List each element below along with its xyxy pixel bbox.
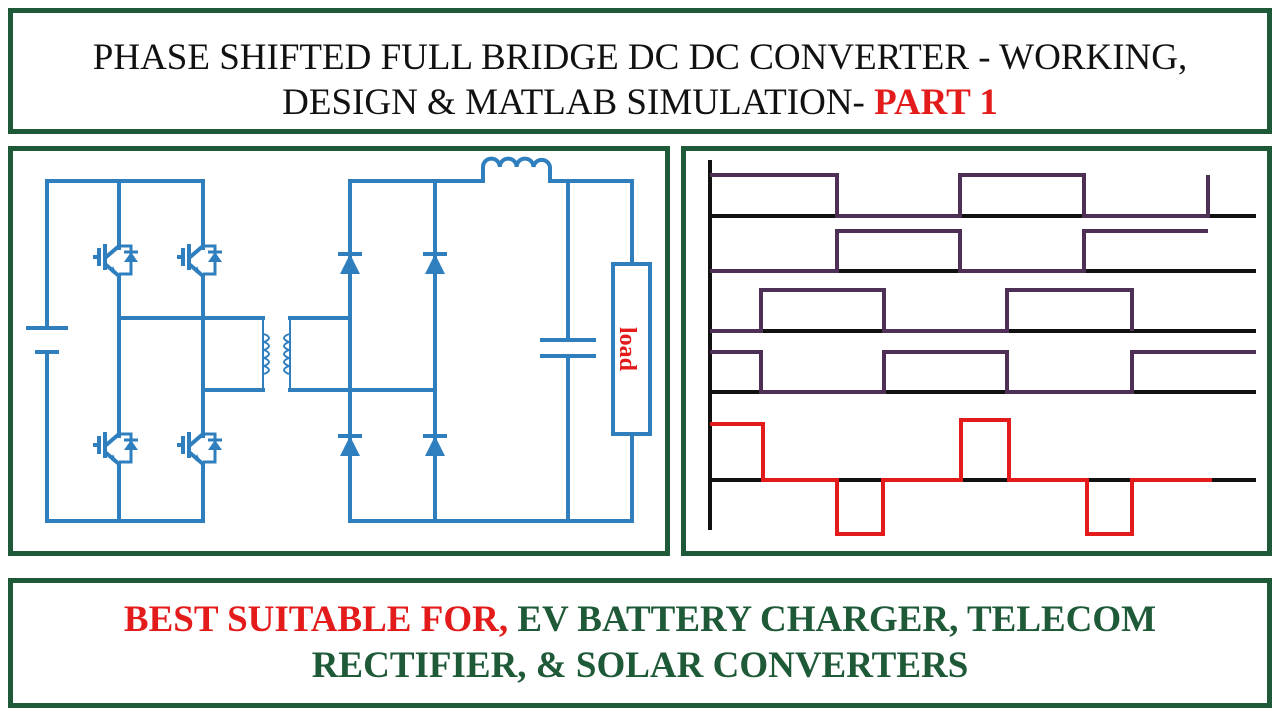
footer-text: BEST SUITABLE FOR, EV BATTERY CHARGER, T… <box>13 597 1267 689</box>
gate-signal-s1 <box>710 173 1210 218</box>
igbt-switch-s3 <box>175 234 224 286</box>
igbt-switch-s2 <box>91 422 140 474</box>
full-bridge-circuit-diagram: load <box>26 156 652 523</box>
title-line-2: DESIGN & MATLAB SIMULATION- <box>282 82 875 123</box>
transformer-secondary-wires <box>288 316 437 392</box>
load-resistor <box>611 262 652 436</box>
rectifier-diode-d4 <box>421 434 449 458</box>
bridge-dc-rails <box>45 179 205 523</box>
igbt-switch-s1 <box>91 234 140 286</box>
footer-line-1: EV BATTERY CHARGER, TELECOM <box>508 599 1157 640</box>
rectifier-legs <box>348 179 437 523</box>
footer-panel: BEST SUITABLE FOR, EV BATTERY CHARGER, T… <box>8 578 1272 708</box>
gate-signal-s3 <box>710 288 1134 333</box>
rectifier-diode-d2 <box>421 252 449 276</box>
gate-signal-s2 <box>710 229 1208 273</box>
transformer <box>261 318 292 390</box>
rectifier-diode-d1 <box>336 252 364 276</box>
primary-winding <box>261 333 270 375</box>
output-inductor <box>481 156 552 183</box>
switching-waveforms <box>708 160 1256 536</box>
title-panel: PHASE SHIFTED FULL BRIDGE DC DC CONVERTE… <box>8 8 1272 134</box>
rectifier-diode-d3 <box>336 434 364 458</box>
title-line-1: PHASE SHIFTED FULL BRIDGE DC DC CONVERTE… <box>92 37 1188 78</box>
transformer-primary-voltage <box>710 418 1212 536</box>
bridge-midpoint-wires <box>117 316 265 392</box>
page-title: PHASE SHIFTED FULL BRIDGE DC DC CONVERTE… <box>13 35 1267 125</box>
load-label: load <box>614 327 640 372</box>
footer-line-2: RECTIFIER, & SOLAR CONVERTERS <box>311 645 969 686</box>
footer-highlight: BEST SUITABLE FOR, <box>123 599 509 640</box>
title-part-label: PART 1 <box>874 82 998 123</box>
circuit-panel: load <box>8 146 670 556</box>
igbt-switch-s4 <box>175 422 224 474</box>
waveform-panel <box>681 146 1272 556</box>
gate-signal-s4 <box>710 350 1256 394</box>
secondary-winding <box>283 333 292 375</box>
